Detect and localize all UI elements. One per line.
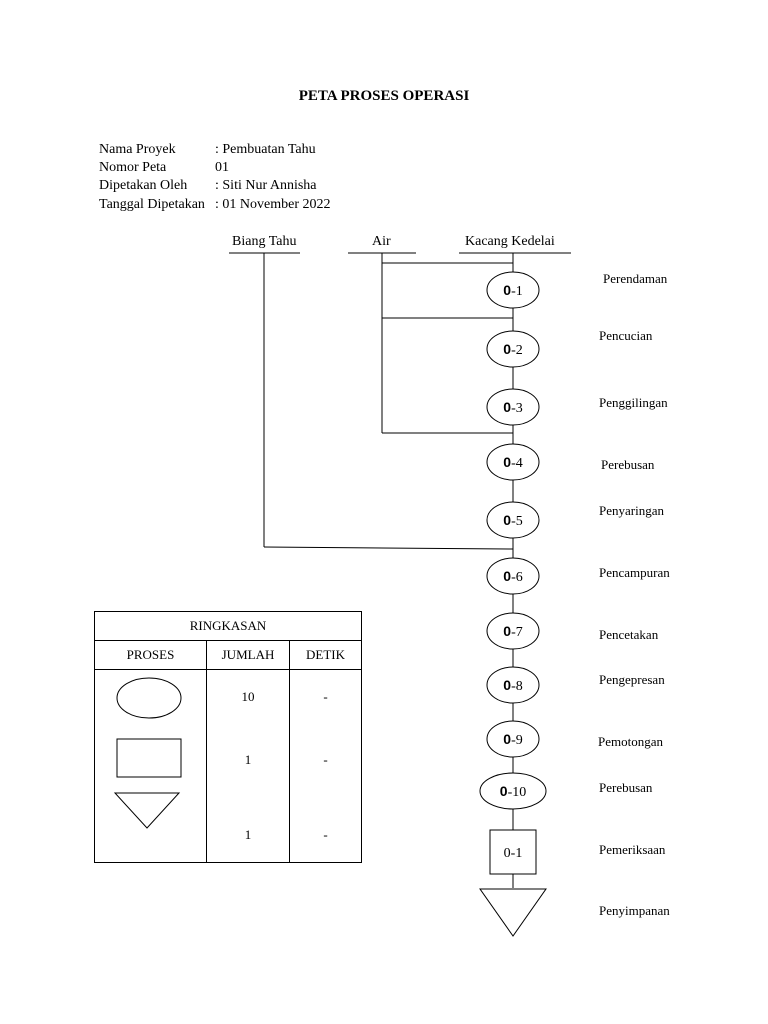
operation-node-3 [486, 388, 540, 426]
info-label-project: Nama Proyek [99, 142, 176, 157]
summary-detik-storage: - [289, 787, 362, 863]
step-code-number: -6 [511, 570, 523, 585]
info-label-date: Tanggal Dipetakan [99, 197, 205, 212]
operation-node-4 [486, 443, 540, 481]
step-label-1: Perendaman [603, 271, 668, 286]
step-code-6: 0-6 [503, 568, 522, 585]
operation-node-2 [486, 330, 540, 368]
step-code-symbol: 0 [503, 731, 511, 747]
step-code-symbol: 0 [503, 341, 511, 357]
step-code-number: -4 [511, 456, 523, 471]
summary-jumlah-operation: 10 [206, 669, 290, 732]
info-value-mapped-by: : Siti Nur Annisha [215, 178, 317, 193]
summary-jumlah-storage: 1 [206, 787, 290, 863]
biang-tahu-to-pencampuran-line [263, 546, 514, 550]
step-code-symbol: 0 [503, 282, 511, 298]
step-label-5: Penyaringan [599, 503, 664, 518]
step-label-2: Pencucian [599, 328, 653, 343]
step-code-symbol: 0 [503, 568, 511, 584]
summary-proses-shapes-cell [94, 669, 207, 863]
step-code-9: 0-9 [503, 731, 522, 748]
storage-node [479, 888, 547, 937]
operation-node-7 [486, 612, 540, 650]
step-label-9: Pemotongan [598, 734, 663, 749]
step-code-number: -8 [511, 679, 523, 694]
step-label-6: Pencampuran [599, 565, 670, 580]
step-code-number: -10 [508, 785, 527, 800]
step-code-number: -2 [511, 343, 523, 358]
source-label-biang-tahu: Biang Tahu [232, 234, 297, 249]
step-label-8: Pengepresan [599, 672, 665, 687]
source-label-air: Air [372, 234, 391, 249]
step-code-symbol: 0 [503, 399, 511, 415]
operation-node-1 [486, 271, 540, 309]
step-code-number: 0-1 [504, 846, 523, 861]
step-code-2: 0-2 [503, 341, 522, 358]
step-code-symbol: 0 [500, 783, 508, 799]
step-label-10: Perebusan [599, 780, 653, 795]
summary-header-detik: DETIK [289, 640, 362, 670]
summary-table: RINGKASAN PROSES JUMLAH DETIK 10 - 1 - 1… [94, 611, 362, 863]
step-code-8: 0-8 [503, 677, 522, 694]
step-code-number: -9 [511, 733, 523, 748]
step-code-11: 0-1 [504, 846, 523, 861]
step-code-1: 0-1 [503, 282, 522, 299]
summary-title: RINGKASAN [94, 611, 362, 641]
step-label-12: Penyimpanan [599, 903, 670, 918]
source-label-kacang-kedelai: Kacang Kedelai [465, 234, 555, 249]
info-value-date: : 01 November 2022 [215, 197, 331, 212]
step-code-symbol: 0 [503, 454, 511, 470]
step-code-number: -1 [511, 284, 523, 299]
info-value-project: : Pembuatan Tahu [215, 142, 316, 157]
operation-node-5 [486, 501, 540, 539]
step-code-3: 0-3 [503, 399, 522, 416]
inspection-node [489, 829, 537, 875]
summary-jumlah-inspection: 1 [206, 732, 290, 787]
step-label-11: Pemeriksaan [599, 842, 666, 857]
page-title: PETA PROSES OPERASI [298, 88, 470, 104]
step-code-number: -7 [511, 625, 523, 640]
info-label-mapped-by: Dipetakan Oleh [99, 178, 188, 193]
step-code-5: 0-5 [503, 512, 522, 529]
step-label-3: Penggilingan [599, 395, 668, 410]
step-code-number: -5 [511, 514, 523, 529]
step-code-10: 0-10 [500, 783, 526, 800]
step-code-4: 0-4 [503, 454, 522, 471]
step-code-number: -3 [511, 401, 523, 416]
step-code-symbol: 0 [503, 623, 511, 639]
info-value-map-number: 01 [215, 160, 229, 175]
operation-node-9 [486, 720, 540, 758]
operation-node-10 [479, 772, 547, 810]
operation-node-6 [486, 557, 540, 595]
operation-node-8 [486, 666, 540, 704]
summary-detik-inspection: - [289, 732, 362, 787]
summary-detik-operation: - [289, 669, 362, 732]
step-code-symbol: 0 [503, 512, 511, 528]
summary-header-jumlah: JUMLAH [206, 640, 290, 670]
info-label-map-number: Nomor Peta [99, 160, 167, 175]
summary-header-proses: PROSES [94, 640, 207, 670]
step-label-4: Perebusan [601, 457, 655, 472]
step-code-7: 0-7 [503, 623, 522, 640]
step-label-7: Pencetakan [599, 627, 659, 642]
step-code-symbol: 0 [503, 677, 511, 693]
